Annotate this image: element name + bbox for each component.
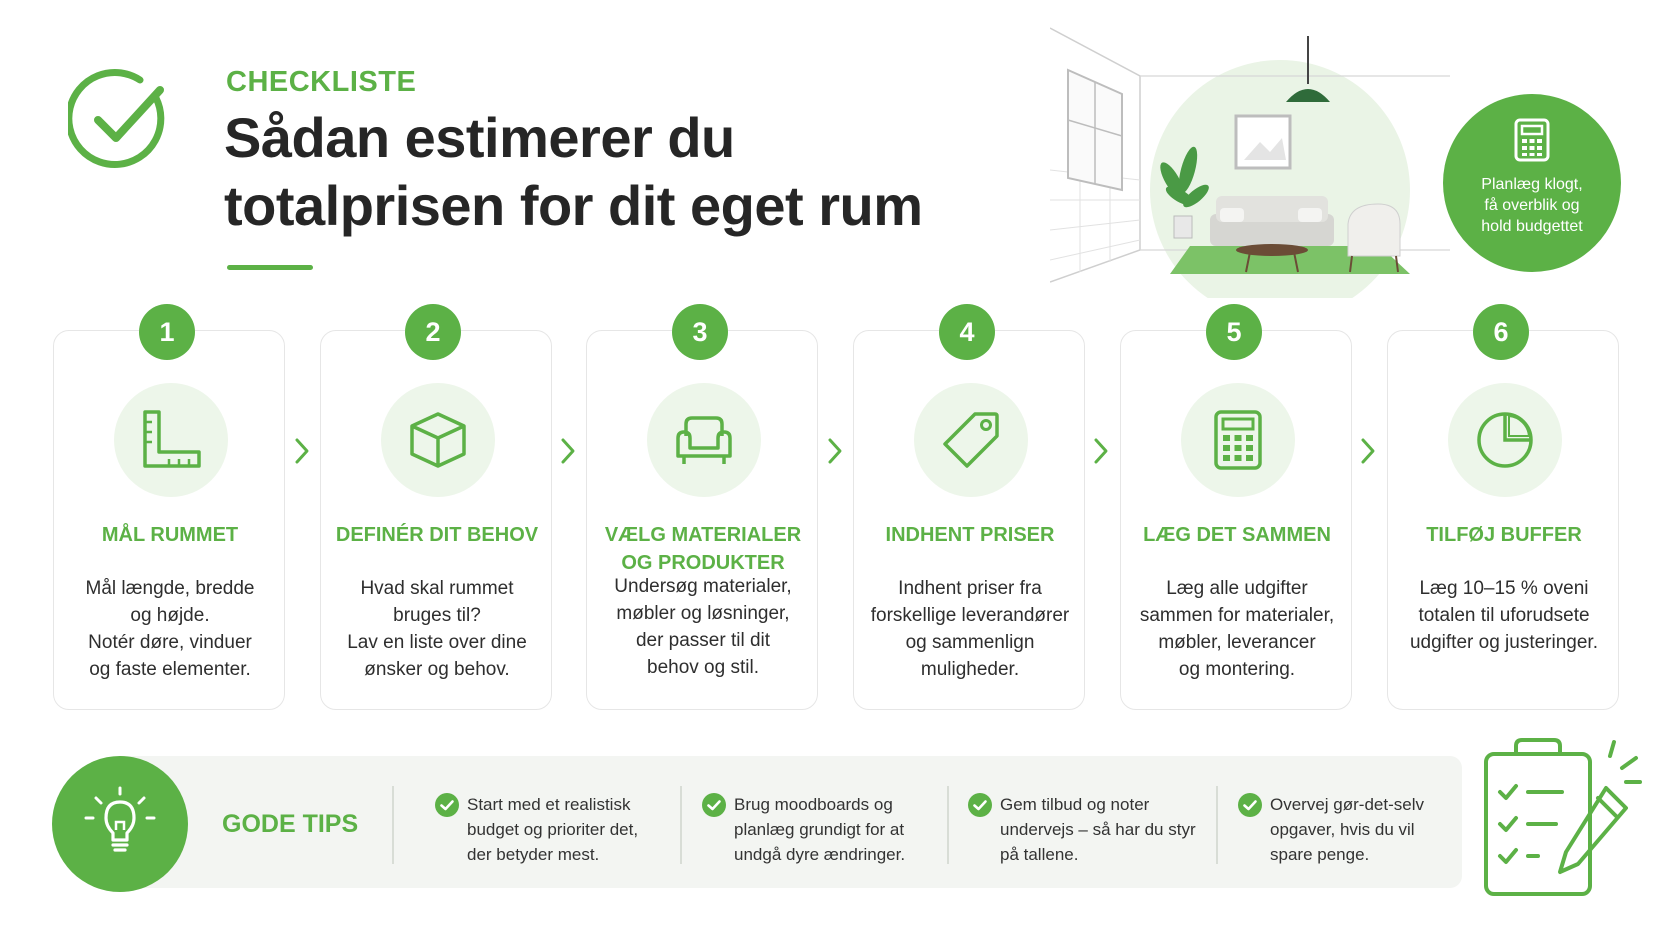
calculator-icon (1214, 410, 1262, 470)
check-icon (968, 793, 992, 817)
step-description: Indhent priser fra forskellige leverandø… (870, 578, 1070, 680)
cube-icon (410, 412, 466, 468)
step-number-4: 4 (939, 304, 995, 360)
step-card-2: DEFINÉR DIT BEHOV Hvad skal rummet bruge… (320, 330, 552, 710)
room-illustration (1049, 20, 1450, 320)
eyebrow-label: CHECKLISTE (226, 66, 417, 98)
pie-chart-icon (1477, 412, 1533, 468)
step-title: MÅL RUMMET (101, 524, 239, 546)
step-card-3: VÆLG MATERIALER OG PRODUKTER Undersøg ma… (586, 330, 818, 710)
page-title: Sådan estimerer du totalprisen for dit e… (224, 106, 923, 237)
budget-tip-badge: Planlæg klogt, få overblik og hold budge… (1443, 94, 1621, 272)
tips-divider (680, 786, 682, 864)
step-card-1: MÅL RUMMET Mål længde, bredde og højde. … (53, 330, 285, 710)
check-icon (1238, 793, 1262, 817)
step-number-3: 3 (672, 304, 728, 360)
step-title: VÆLG MATERIALER OG PRODUKTER (604, 524, 802, 574)
step-card-6: TILFØJ BUFFER Læg 10–15 % oveni totalen … (1387, 330, 1619, 710)
budget-tip-text: Planlæg klogt, få overblik og hold budge… (1481, 176, 1583, 235)
chevron-right-icon (1094, 438, 1108, 464)
step-card-5: LÆG DET SAMMEN Læg alle udgifter sammen … (1120, 330, 1352, 710)
step-title: TILFØJ BUFFER (1426, 524, 1582, 546)
step-number-2: 2 (405, 304, 461, 360)
step-description: Læg 10–15 % oveni totalen til uforudsete… (1409, 578, 1598, 653)
step-number-6: 6 (1473, 304, 1529, 360)
step-description: Mål længde, bredde og højde. Notér døre,… (85, 578, 255, 680)
tips-divider (1216, 786, 1218, 864)
title-underline (227, 265, 313, 270)
tips-heading: GODE TIPS (222, 810, 359, 838)
armchair-icon (676, 416, 732, 464)
check-circle-icon (65, 68, 172, 172)
step-description: Læg alle udgifter sammen for materialer,… (1139, 578, 1335, 680)
ruler-icon (143, 410, 201, 468)
step-title: LÆG DET SAMMEN (1143, 524, 1331, 546)
check-icon (702, 793, 726, 817)
step-title: DEFINÉR DIT BEHOV (335, 524, 539, 546)
tips-badge (52, 756, 188, 892)
step-number-5: 5 (1206, 304, 1262, 360)
step-description: Undersøg materialer, møbler og løsninger… (614, 576, 792, 678)
lightbulb-icon (84, 786, 156, 852)
step-title: INDHENT PRISER (885, 524, 1055, 546)
chevron-right-icon (561, 438, 575, 464)
step-number-1: 1 (139, 304, 195, 360)
price-tag-icon (943, 412, 999, 468)
tips-divider (947, 786, 949, 864)
chevron-right-icon (828, 438, 842, 464)
calculator-icon (1514, 118, 1550, 162)
step-description: Hvad skal rummet bruges til? Lav en list… (347, 578, 527, 680)
tips-divider (392, 786, 394, 864)
tips-panel (110, 756, 1462, 888)
clipboard-checklist-icon (1482, 734, 1642, 898)
check-icon (435, 793, 459, 817)
chevron-right-icon (1361, 438, 1375, 464)
step-card-4: INDHENT PRISER Indhent priser fra forske… (853, 330, 1085, 710)
chevron-right-icon (295, 438, 309, 464)
